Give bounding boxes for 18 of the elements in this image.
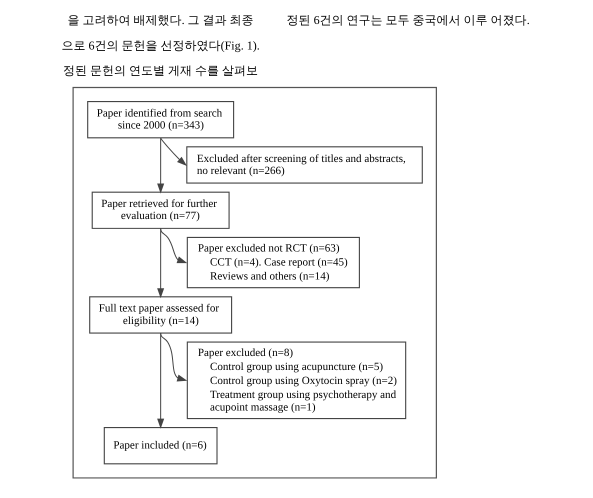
arrow	[157, 228, 164, 298]
arrow	[160, 332, 188, 381]
arrow	[160, 228, 188, 263]
cluster	[72, 86, 437, 478]
arrow	[160, 137, 187, 166]
label: 정된 6건의 연구는 모두 중국에서 이루 어졌다.	[286, 12, 530, 27]
arrow	[157, 332, 164, 428]
node-box: Full text paper assessed for eligibility (n=14)	[89, 296, 232, 334]
node-box: Paper excluded not RCT (n=63) CCT (n=4). Case report (n=45) Reviews and others (n=14)	[186, 236, 360, 288]
node-box: Paper retrieved for further evaluation (n=77)	[92, 191, 230, 228]
arrow	[157, 138, 164, 194]
label: 으로 6건의 문헌을 선정하였다(Fig. 1).	[62, 38, 260, 52]
node-box: Paper excluded (n=8) Control group using acupuncture (n=5) Control group using Oxytocin spray (n=2) Treatment group using psychotherapy and acupoint massage (n=1)	[186, 341, 406, 419]
node-box: Excluded after screening of titles and abstracts, no relevant (n=266)	[186, 146, 423, 184]
label: 을 고려하여 배제했다. 그 결과 최종	[68, 12, 254, 27]
node-box: Paper included (n=6)	[104, 426, 218, 464]
node-box: Paper identified from search since 2000 (n=343)	[87, 100, 234, 138]
label: 정된 문헌의 연도별 게재 수를 살펴보	[63, 63, 258, 78]
